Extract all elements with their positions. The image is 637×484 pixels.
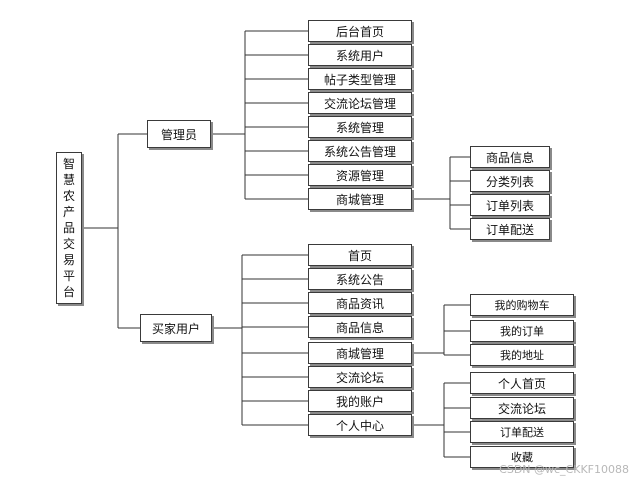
admin-item-system-users: 系统用户 bbox=[308, 44, 412, 66]
buyer-item-personal-center: 个人中心 bbox=[308, 414, 412, 436]
buyer-center-item-order-delivery: 订单配送 bbox=[470, 421, 574, 443]
root-char: 智 bbox=[62, 157, 75, 171]
buyer-mall-item-orders: 我的订单 bbox=[470, 320, 574, 342]
admin-item-system-mgmt: 系统管理 bbox=[308, 116, 412, 138]
buyer-center-item-forum: 交流论坛 bbox=[470, 397, 574, 419]
admin-mall-item-product-info: 商品信息 bbox=[470, 146, 550, 168]
root-char: 平 bbox=[62, 269, 75, 283]
root-char: 台 bbox=[62, 285, 75, 299]
root-char: 慧 bbox=[62, 173, 75, 187]
admin-mall-item-category-list: 分类列表 bbox=[470, 170, 550, 192]
root-char: 品 bbox=[62, 221, 75, 235]
admin-item-mall-mgmt: 商城管理 bbox=[308, 188, 412, 210]
admin-item-post-type-mgmt: 帖子类型管理 bbox=[308, 68, 412, 90]
admin-mall-item-order-delivery: 订单配送 bbox=[470, 218, 550, 240]
admin-item-backend-home: 后台首页 bbox=[308, 20, 412, 42]
root-char: 易 bbox=[62, 253, 75, 267]
root-char: 交 bbox=[62, 237, 75, 251]
buyer-item-announcement: 系统公告 bbox=[308, 268, 412, 290]
buyer-item-product-info: 商品信息 bbox=[308, 316, 412, 338]
role-node-buyer: 买家用户 bbox=[140, 314, 212, 342]
buyer-center-item-favorites: 收藏 bbox=[470, 446, 574, 468]
role-node-admin: 管理员 bbox=[147, 120, 211, 148]
root-node-platform: 智 慧 农 产 品 交 易 平 台 bbox=[56, 152, 82, 304]
watermark-text: CSDN @wc_CKKF10088 bbox=[499, 463, 629, 476]
buyer-mall-item-cart: 我的购物车 bbox=[470, 294, 574, 316]
buyer-center-item-personal-home: 个人首页 bbox=[470, 372, 574, 394]
buyer-item-forum: 交流论坛 bbox=[308, 366, 412, 388]
admin-mall-item-order-list: 订单列表 bbox=[470, 194, 550, 216]
admin-item-forum-mgmt: 交流论坛管理 bbox=[308, 92, 412, 114]
buyer-item-home: 首页 bbox=[308, 244, 412, 266]
buyer-item-my-account: 我的账户 bbox=[308, 390, 412, 412]
admin-item-resource-mgmt: 资源管理 bbox=[308, 164, 412, 186]
buyer-mall-item-address: 我的地址 bbox=[470, 344, 574, 366]
root-char: 产 bbox=[62, 205, 75, 219]
buyer-item-product-news: 商品资讯 bbox=[308, 292, 412, 314]
root-char: 农 bbox=[62, 189, 75, 203]
admin-item-announcement-mgmt: 系统公告管理 bbox=[308, 140, 412, 162]
buyer-item-mall-mgmt: 商城管理 bbox=[308, 342, 412, 364]
